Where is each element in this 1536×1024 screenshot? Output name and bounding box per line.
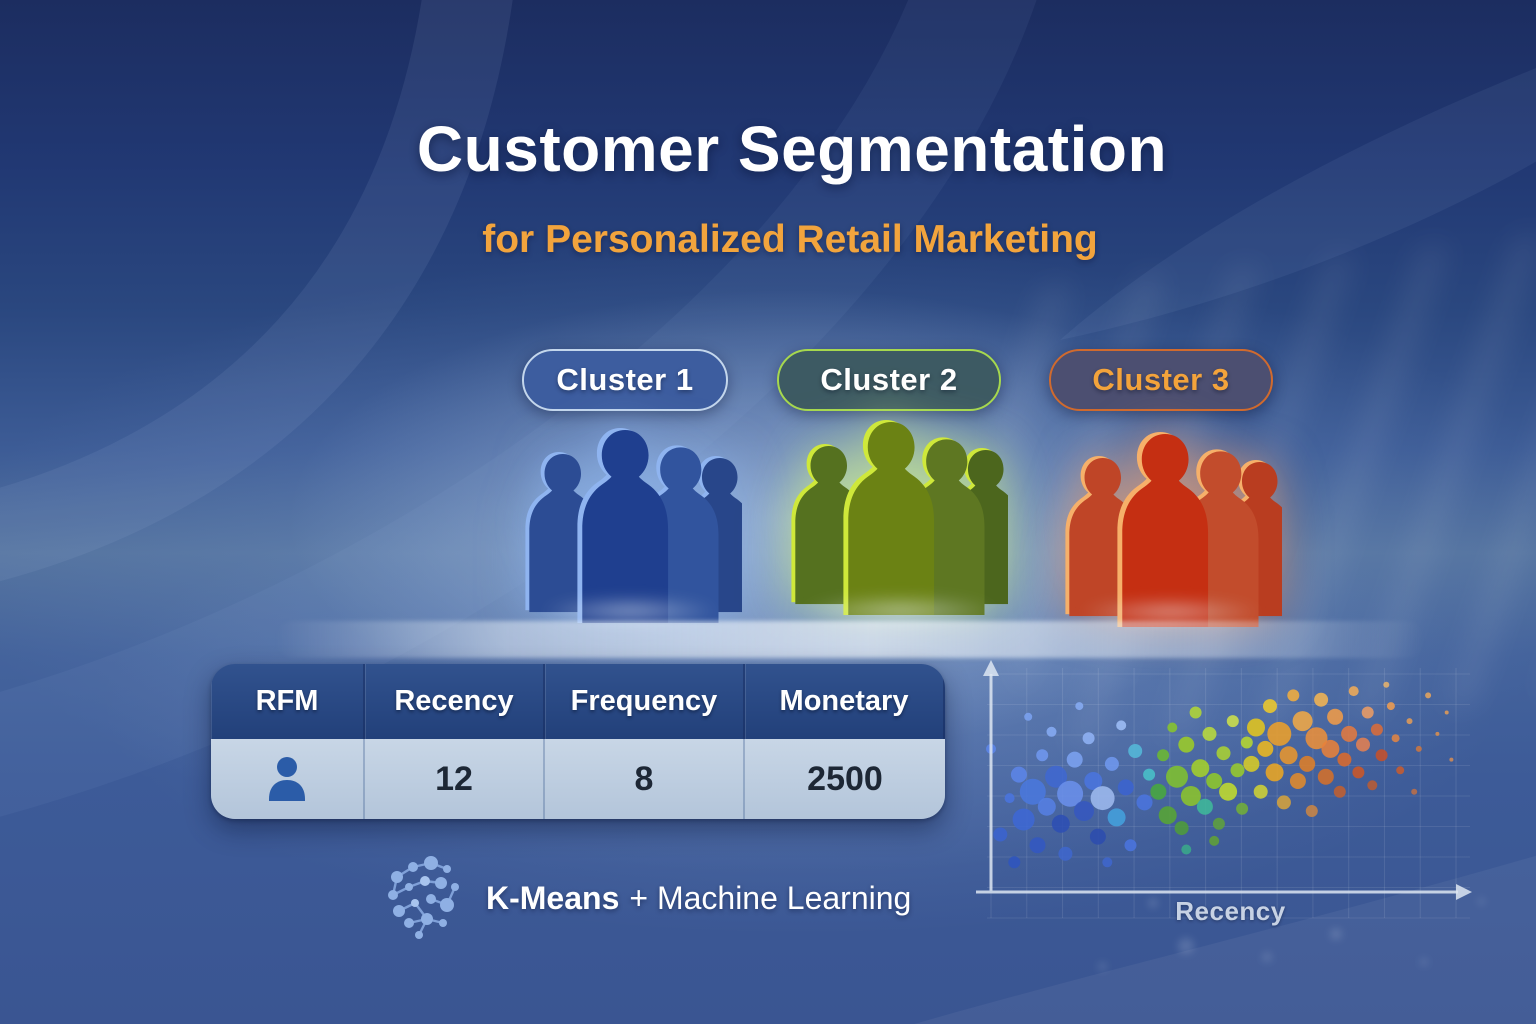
- bokeh-speck: [1262, 952, 1272, 962]
- monetary-value-cell: 2500: [745, 739, 945, 819]
- customer-cell: [211, 739, 365, 819]
- page-title: Customer Segmentation: [416, 113, 1168, 185]
- method-text: K-Means+ Machine Learning: [486, 880, 911, 917]
- rfm-table: RFM Recency Frequency Monetary 12 8 2500: [211, 664, 945, 819]
- bokeh-speck: [1098, 962, 1107, 971]
- frequency-value-cell: 8: [545, 739, 745, 819]
- scatter-plot-svg: [976, 660, 1472, 919]
- x-axis-label: Recency: [1175, 896, 1286, 926]
- cluster-3-label: Cluster 3: [1092, 362, 1230, 397]
- cluster-2-label: Cluster 2: [820, 362, 958, 397]
- rfm-header-cell: RFM: [211, 664, 365, 739]
- recency-header-cell: Recency: [365, 664, 545, 739]
- method-name: K-Means: [486, 879, 620, 916]
- bokeh-speck: [1178, 938, 1194, 954]
- bokeh-speck: [1478, 898, 1485, 905]
- cluster-3-badge: Cluster 3: [1049, 349, 1273, 411]
- cluster-2-people-icon: [791, 420, 1008, 615]
- rfm-scatter-chart: Recency: [958, 652, 1503, 937]
- frequency-header-cell: Frequency: [545, 664, 745, 739]
- cluster-2-badge: Cluster 2: [777, 349, 1001, 411]
- axis-arrowheads: [983, 660, 1472, 900]
- bokeh-speck: [1420, 958, 1428, 966]
- person-icon: [269, 757, 305, 801]
- bokeh-speck: [1330, 928, 1342, 940]
- bokeh-speck: [1148, 898, 1158, 908]
- cluster-network-icon: [388, 856, 459, 939]
- recency-value-cell: 12: [365, 739, 545, 819]
- axes: [976, 674, 1458, 894]
- cluster-1-people-icon: [525, 428, 742, 623]
- page-subtitle: for Personalized Retail Marketing: [482, 218, 1098, 261]
- monetary-header-cell: Monetary: [745, 664, 945, 739]
- scatter-dots: [986, 681, 1454, 869]
- method-footer: K-Means+ Machine Learning: [378, 852, 911, 944]
- cluster-1-badge: Cluster 1: [522, 349, 728, 411]
- cluster-1-label: Cluster 1: [556, 362, 694, 397]
- floor-highlight-band: [275, 621, 1425, 658]
- method-suffix: + Machine Learning: [629, 879, 912, 916]
